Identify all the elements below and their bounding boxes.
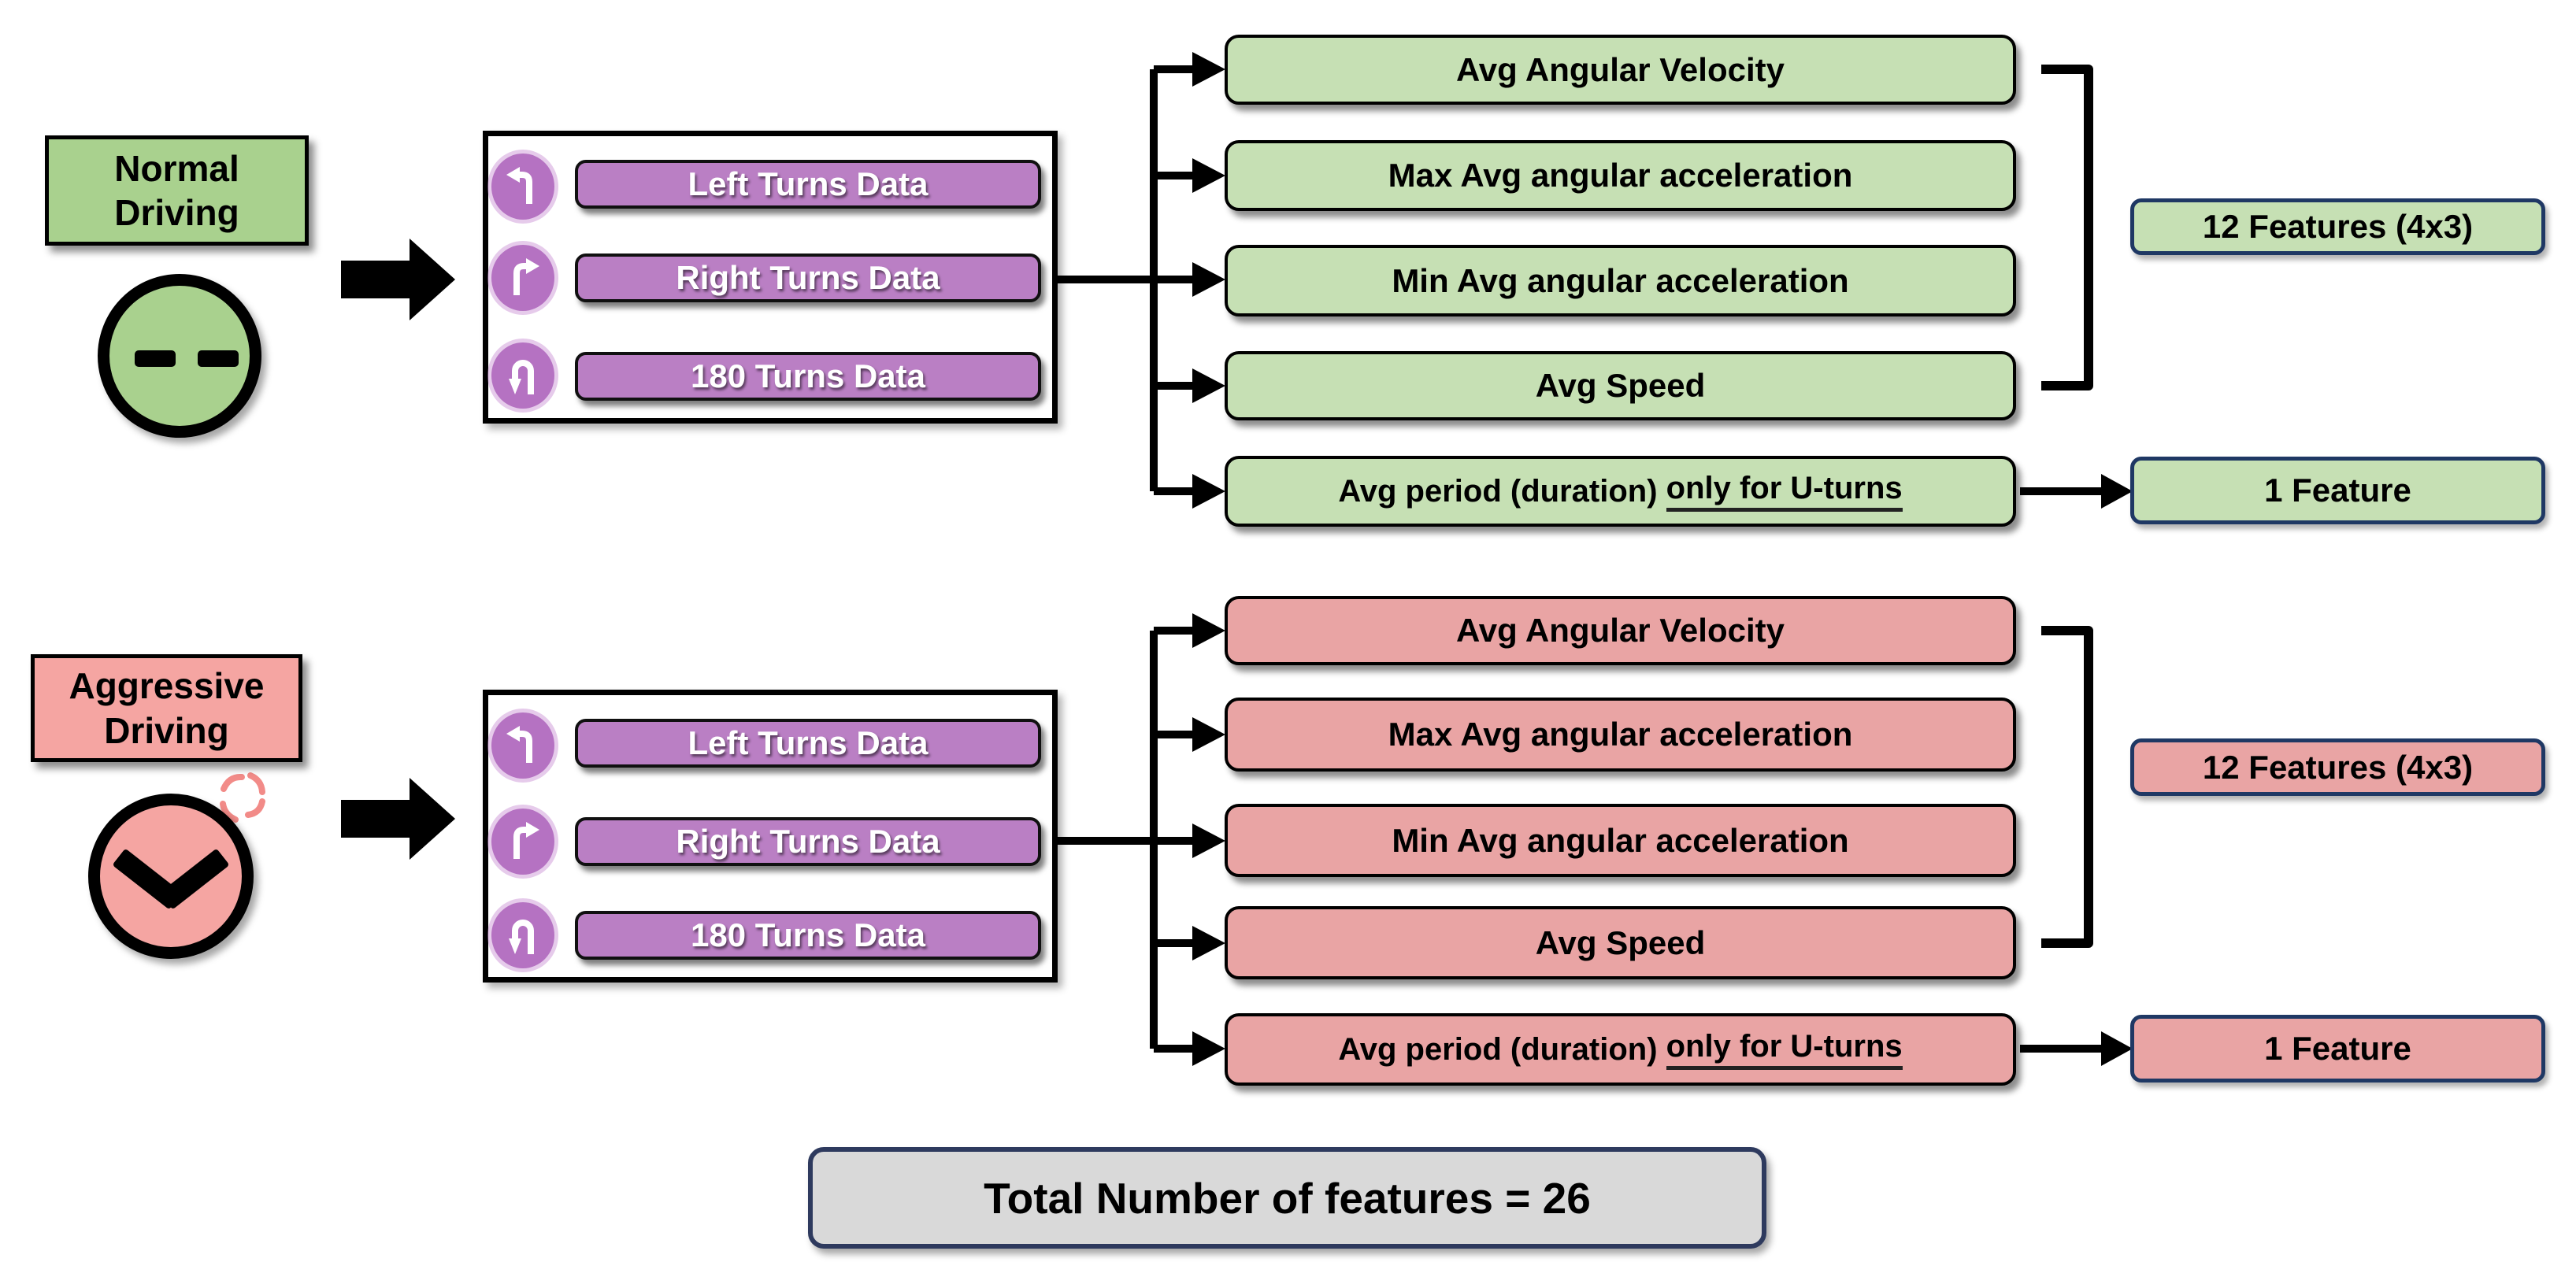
feature-avg-angular-velocity-normal: Avg Angular Velocity — [1225, 35, 2016, 105]
aggressive-driving-label-line2: Driving — [104, 709, 229, 751]
angry-face-right-eye — [159, 848, 230, 910]
feature-max-avg-angular-acceleration-aggressive: Max Avg angular acceleration — [1225, 698, 2016, 772]
u-turn-icon — [491, 902, 554, 968]
u-turn-icon — [491, 342, 554, 409]
count-1-feature-normal: 1 Feature — [2130, 457, 2545, 524]
feature-avg-period-uturns-normal: Avg period (duration) only for U-turns — [1225, 456, 2016, 527]
normal-driving-label-line2: Driving — [114, 192, 239, 233]
pill-right-turns-aggressive: Right Turns Data — [575, 817, 1041, 866]
pill-right-turns-aggressive-label: Right Turns Data — [676, 823, 940, 860]
feature-label: Avg Speed — [1535, 923, 1706, 961]
count-12-features-normal: 12 Features (4x3) — [2130, 198, 2545, 255]
neutral-face-right-eye — [198, 350, 239, 367]
count-label: 1 Feature — [2264, 1030, 2411, 1067]
feature-label-prefix: Avg period (duration) — [1338, 1031, 1666, 1067]
aggressive-driving-label: Aggressive Driving — [31, 654, 302, 762]
right-turn-icon — [491, 245, 554, 311]
pill-left-turns-normal-label: Left Turns Data — [688, 165, 928, 202]
pill-left-turns-normal: Left Turns Data — [575, 160, 1041, 209]
aggressive-driving-label-line1: Aggressive — [69, 665, 265, 707]
count-label: 1 Feature — [2264, 472, 2411, 509]
pill-right-turns-normal-label: Right Turns Data — [676, 259, 940, 296]
feature-label: Min Avg angular acceleration — [1392, 821, 1849, 859]
feature-label: Avg Angular Velocity — [1456, 612, 1785, 649]
feature-avg-period-uturns-aggressive: Avg period (duration) only for U-turns — [1225, 1013, 2016, 1086]
neutral-face-left-eye — [135, 350, 176, 367]
normal-driving-label: Normal Driving — [45, 135, 309, 246]
count-12-features-aggressive: 12 Features (4x3) — [2130, 738, 2545, 796]
bracket-normal — [2041, 65, 2093, 390]
feature-label-underlined: only for U-turns — [1666, 471, 1903, 512]
pill-180-turns-aggressive: 180 Turns Data — [575, 911, 1041, 960]
count-1-feature-aggressive: 1 Feature — [2130, 1015, 2545, 1083]
feature-label-underlined: only for U-turns — [1666, 1029, 1903, 1070]
pill-180-turns-normal-label: 180 Turns Data — [691, 357, 925, 394]
feature-avg-angular-velocity-aggressive: Avg Angular Velocity — [1225, 596, 2016, 665]
left-turn-icon — [491, 154, 554, 220]
feature-avg-speed-normal: Avg Speed — [1225, 351, 2016, 420]
bracket-aggressive — [2041, 626, 2093, 948]
feature-label: Max Avg angular acceleration — [1388, 157, 1853, 194]
flow-arrow-icon — [341, 239, 455, 860]
pill-180-turns-aggressive-label: 180 Turns Data — [691, 916, 925, 953]
feature-label: Avg Angular Velocity — [1456, 50, 1785, 88]
feature-avg-speed-aggressive: Avg Speed — [1225, 906, 2016, 979]
feature-min-avg-angular-acceleration-normal: Min Avg angular acceleration — [1225, 245, 2016, 316]
pill-right-turns-normal: Right Turns Data — [575, 254, 1041, 302]
total-features-label: Total Number of features = 26 — [984, 1173, 1591, 1223]
anger-mark-icon — [220, 772, 265, 823]
normal-driving-label-line1: Normal — [114, 147, 239, 189]
pill-left-turns-aggressive: Left Turns Data — [575, 719, 1041, 768]
feature-min-avg-angular-acceleration-aggressive: Min Avg angular acceleration — [1225, 804, 2016, 877]
left-turn-icon — [491, 712, 554, 779]
feature-label-prefix: Avg period (duration) — [1338, 473, 1666, 509]
pill-180-turns-normal: 180 Turns Data — [575, 352, 1041, 401]
feature-label: Max Avg angular acceleration — [1388, 716, 1853, 753]
count-label: 12 Features (4x3) — [2202, 208, 2474, 245]
total-features-box: Total Number of features = 26 — [808, 1147, 1766, 1249]
feature-label: Avg Speed — [1535, 367, 1706, 404]
right-turn-icon — [491, 809, 554, 875]
pill-left-turns-aggressive-label: Left Turns Data — [688, 724, 928, 761]
angry-face-icon — [88, 794, 254, 959]
feature-label: Min Avg angular acceleration — [1392, 261, 1849, 299]
neutral-face-icon — [98, 274, 261, 438]
count-label: 12 Features (4x3) — [2202, 748, 2474, 786]
feature-max-avg-angular-acceleration-normal: Max Avg angular acceleration — [1225, 140, 2016, 211]
